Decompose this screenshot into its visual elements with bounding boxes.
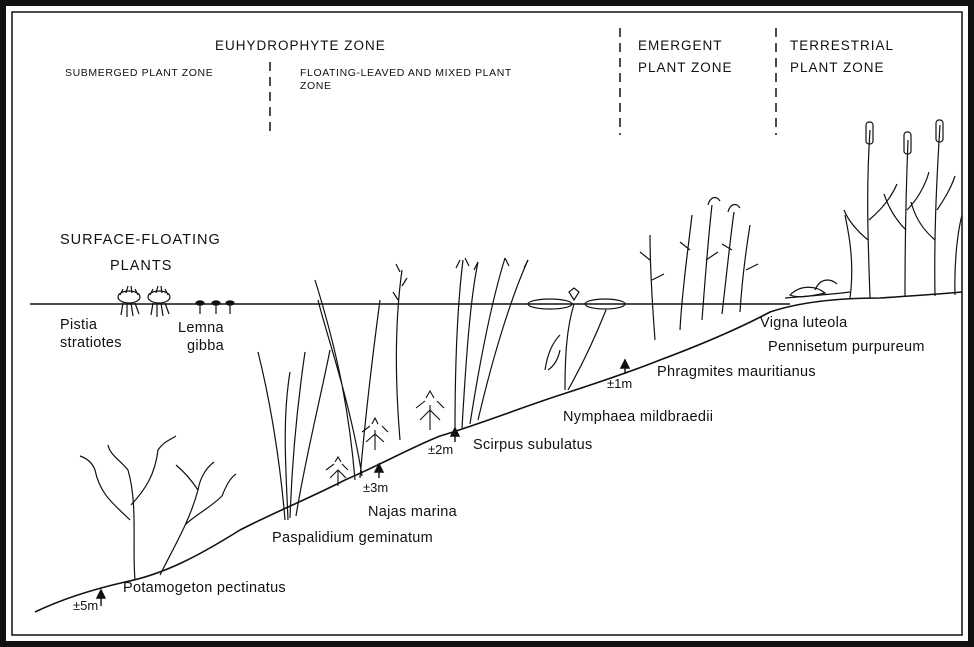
potamogeton-plant-icon [80,436,236,580]
lemna-plant-icon [196,301,234,314]
submerged-zone-heading: SUBMERGED PLANT ZONE [65,67,213,79]
terrestrial-zone-heading-line1: TERRESTRIAL [790,38,894,53]
surface-floating-heading-line1: SURFACE-FLOATING [60,232,221,248]
vigna-plant-icon [785,280,850,298]
emergent-zone-heading-line1: EMERGENT [638,38,723,53]
euhydrophyte-zone-heading: EUHYDROPHYTE ZONE [215,38,386,53]
species-label-phragmites: Phragmites mauritianus [657,364,816,380]
pistia-plant-icon [118,286,170,317]
species-label-pistia-line2: stratiotes [60,335,122,351]
species-label-najas: Najas marina [368,504,457,520]
species-label-paspalidium: Paspalidium geminatum [272,530,433,546]
emergent-zone-heading-line2: PLANT ZONE [638,60,733,75]
depth-label-3m: ±3m [363,480,388,495]
species-label-pennisetum: Pennisetum purpureum [768,339,925,355]
species-label-nymphaea: Nymphaea mildbraedii [563,409,713,425]
depth-label-5m: ±5m [73,598,98,613]
paspalidium-plant-icon [258,280,380,520]
species-label-lemna-line1: Lemna [178,320,224,336]
terrestrial-zone-heading-line2: PLANT ZONE [790,60,885,75]
phragmites-plant-icon [640,198,758,340]
pennisetum-plant-icon [844,120,962,298]
surface-floating-heading-line2: PLANTS [110,258,172,274]
depth-label-2m: ±2m [428,442,453,457]
species-label-pistia-line1: Pistia [60,317,97,333]
species-label-vigna: Vigna luteola [760,315,847,331]
species-label-scirpus: Scirpus subulatus [473,437,593,453]
depth-label-1m: ±1m [607,376,632,391]
floating-zone-heading-line1: FLOATING-LEAVED AND MIXED PLANT [300,67,512,79]
floating-zone-heading-line2: ZONE [300,80,332,92]
najas-plant-icon [326,391,444,486]
species-label-potamogeton: Potamogeton pectinatus [123,580,286,596]
species-label-lemna-line2: gibba [187,338,224,354]
